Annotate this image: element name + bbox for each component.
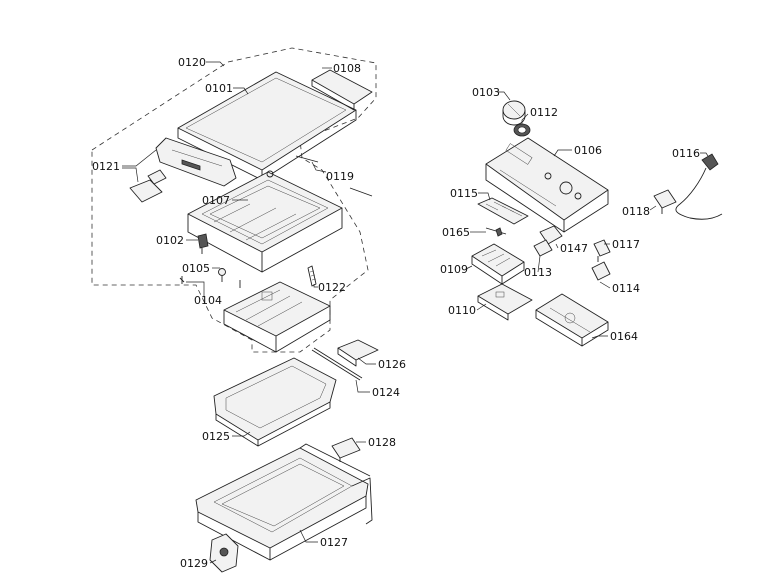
bracket-0113[interactable] [533,239,553,257]
base-frame-0127[interactable] [195,443,373,561]
cover-0125[interactable] [213,357,337,447]
label-0126: 0126 [378,358,406,371]
filter-0118[interactable] [653,189,677,214]
label-0112: 0112 [530,106,558,119]
label-0120: 0120 [178,56,206,69]
board-0110[interactable] [477,283,533,321]
top-frame-0107[interactable] [187,170,343,273]
label-0129: 0129 [180,557,208,570]
label-0102: 0102 [156,234,184,247]
rod-0124[interactable] [311,347,363,381]
part-0117[interactable] [593,239,611,262]
label-0108: 0108 [333,62,361,75]
pin-0104[interactable] [179,276,241,288]
board-0164[interactable] [535,293,609,347]
bracket-0128[interactable] [331,437,361,462]
label-0128: 0128 [368,436,396,449]
module-0129[interactable] [209,533,239,573]
label-0117: 0117 [612,238,640,251]
keypad-0115[interactable] [477,197,529,225]
label-0118: 0118 [622,205,650,218]
detergent-housing[interactable] [223,281,331,353]
lid-0101[interactable] [177,71,357,181]
label-0114: 0114 [612,282,640,295]
label-0107: 0107 [202,194,230,207]
latch-0102[interactable] [197,233,209,254]
power-cord-0116[interactable] [675,153,723,220]
label-0116: 0116 [672,147,700,160]
label-0147: 0147 [560,242,588,255]
assembly-outline-0120 [91,47,377,353]
handle-trim-0121[interactable] [129,137,237,203]
label-0110: 0110 [448,304,476,317]
label-0104: 0104 [194,294,222,307]
label-0165: 0165 [442,226,470,239]
label-0119: 0119 [326,170,354,183]
module-0109[interactable] [471,243,525,285]
control-panel-0106[interactable] [485,137,609,233]
hinge-strip-0108[interactable] [311,69,373,111]
label-0122: 0122 [318,281,346,294]
rod-0119[interactable] [295,155,373,197]
label-0121: 0121 [92,160,120,173]
label-0115: 0115 [450,187,478,200]
label-0103: 0103 [472,86,500,99]
label-0105: 0105 [182,262,210,275]
leader-lines [122,61,709,564]
clip-0165[interactable] [485,227,507,237]
label-0113: 0113 [524,266,552,279]
part-0114[interactable] [591,261,611,281]
ring-0112[interactable] [513,123,531,137]
label-0125: 0125 [202,430,230,443]
label-0127: 0127 [320,536,348,549]
spring-0122[interactable] [307,265,317,287]
bracket-0126[interactable] [337,339,379,367]
part-labels: 0120 0101 0108 0121 0107 0119 0102 0105 … [92,56,700,570]
label-0106: 0106 [574,144,602,157]
screw-0105[interactable] [218,268,226,283]
label-0109: 0109 [440,263,468,276]
label-0164: 0164 [610,330,638,343]
label-0101: 0101 [205,82,233,95]
label-0124: 0124 [372,386,400,399]
knob-0103[interactable] [502,100,526,126]
